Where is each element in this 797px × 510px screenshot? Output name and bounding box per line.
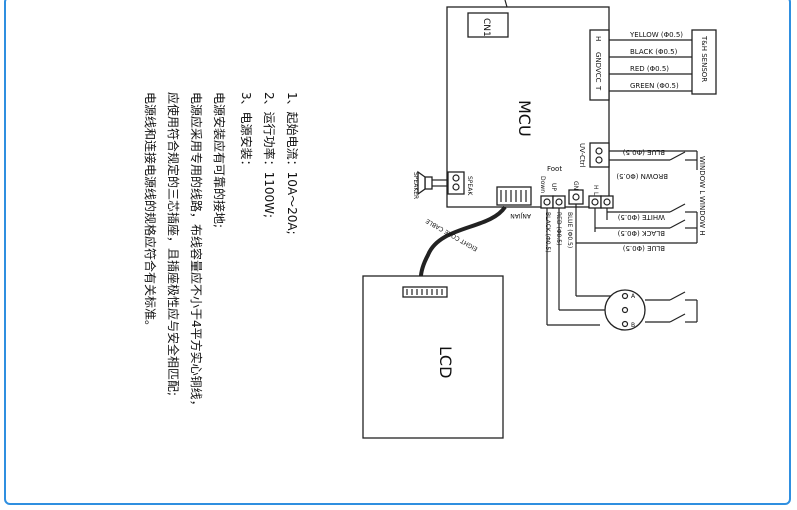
terminal-gnd (568, 189, 584, 205)
h-label: H (592, 185, 599, 190)
motor-wire-blue: BLUE (Φ0.5) (566, 212, 573, 248)
speak-connector (447, 171, 465, 195)
terminal-l (600, 195, 614, 209)
up-label: UP (550, 183, 557, 191)
lcd-panel (362, 275, 504, 439)
th-sensor-label: T&H SENSOR (700, 35, 708, 82)
pin-vcc: VCC (594, 68, 602, 83)
th-sensor-box (691, 29, 717, 95)
note-7: 电源线和连接电源线的规格应符合有关标准。 (143, 92, 158, 332)
cn1-connector (467, 12, 509, 38)
right-wire-black: BLACK (Φ0.5) (617, 229, 665, 237)
right-wire-brown: BROWN (Φ0.5) (616, 172, 668, 180)
note-6: 应使用符合规定的三芯插座，且插座极性应与安全相匹配; (166, 92, 181, 396)
cn1-label: CN1 (481, 18, 491, 37)
motor-mark-b: B (631, 322, 635, 329)
note-3: 3、电源安装： (239, 92, 254, 172)
sensor-wire-black: BLACK (Φ0.5) (630, 48, 678, 56)
eight-core-cable (418, 205, 507, 287)
anjian-label: ANJIAN (510, 212, 531, 219)
right-wire-blue-2: BLUE (Φ0.5) (623, 244, 665, 252)
speaker-label: SPEAKER (412, 172, 419, 199)
mcu-board (446, 6, 610, 208)
speaker-icon (424, 176, 433, 190)
sensor-wire-green: GREEN (Φ0.5) (630, 82, 679, 90)
sensor-wire-yellow: YELLOW (Φ0.5) (629, 31, 683, 39)
l-label: L (592, 192, 599, 196)
motor-mark-a: A (631, 293, 636, 300)
terminal-up (552, 195, 566, 209)
lcd-label: LCD (436, 346, 455, 378)
note-2: 2、运行功率：1100W; (262, 92, 277, 218)
motor-symbol (604, 289, 646, 331)
note-5: 电源应采用专用的线路，布线容量应不小于4平方实心铜线， (189, 92, 204, 412)
foot-label: Foot (547, 165, 562, 173)
uv-ctrl-connector (589, 142, 610, 168)
down-label: Down (539, 176, 546, 193)
terminal-down (540, 195, 554, 209)
right-wire-blue-1: BLUE (Φ0.5) (623, 148, 665, 156)
terminal-h (588, 195, 602, 209)
speak-label: SPEAK (466, 176, 473, 196)
notes: 1、起始电流：10A～20A; 2、运行功率：1100W; 3、电源安装： 电源… (143, 92, 299, 412)
sensor-wire-red: RED (Φ0.5) (630, 65, 669, 73)
th-sensor-connector (589, 29, 610, 101)
gnd-label: GND (572, 181, 579, 195)
page-frame (4, 0, 791, 505)
window-l-label: WINDOW L (698, 156, 706, 194)
mcu-label: MCU (515, 100, 534, 137)
pin-t: T (594, 85, 602, 91)
note-1: 1、起始电流：10A～20A; (285, 92, 299, 235)
right-wire-white: WHITE (Φ0.5) (617, 213, 665, 221)
window-h-label: WINDOW H (698, 196, 706, 236)
pin-h: H (594, 36, 602, 41)
pin-gnd: GND (594, 52, 602, 68)
uv-ctrl-label: UV-Ctrl (578, 143, 586, 168)
lcd-connector (402, 286, 448, 298)
note-4: 电源安装应有可靠的接地; (212, 92, 227, 228)
